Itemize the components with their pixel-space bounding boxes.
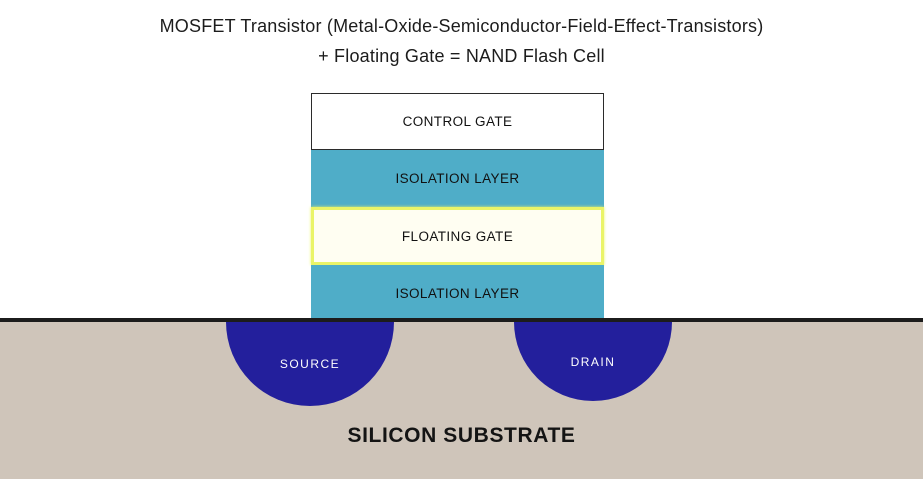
substrate-label: SILICON SUBSTRATE [347, 424, 576, 447]
layer-isolation-top: ISOLATION LAYER [311, 150, 604, 207]
diagram-title-line2: + Floating Gate = NAND Flash Cell [318, 46, 605, 66]
source-well: SOURCE [226, 322, 394, 406]
layer-floating-gate: FLOATING GATE [311, 207, 604, 265]
layer-isolation-bottom: ISOLATION LAYER [311, 265, 604, 322]
diagram-title-line1: MOSFET Transistor (Metal-Oxide-Semicondu… [159, 16, 764, 36]
gate-stack: CONTROL GATE ISOLATION LAYER FLOATING GA… [311, 93, 604, 322]
substrate-surface-line [0, 318, 923, 322]
drain-well: DRAIN [514, 322, 672, 401]
layer-control-gate: CONTROL GATE [311, 93, 604, 150]
silicon-substrate: SOURCE DRAIN SILICON SUBSTRATE [0, 322, 923, 479]
